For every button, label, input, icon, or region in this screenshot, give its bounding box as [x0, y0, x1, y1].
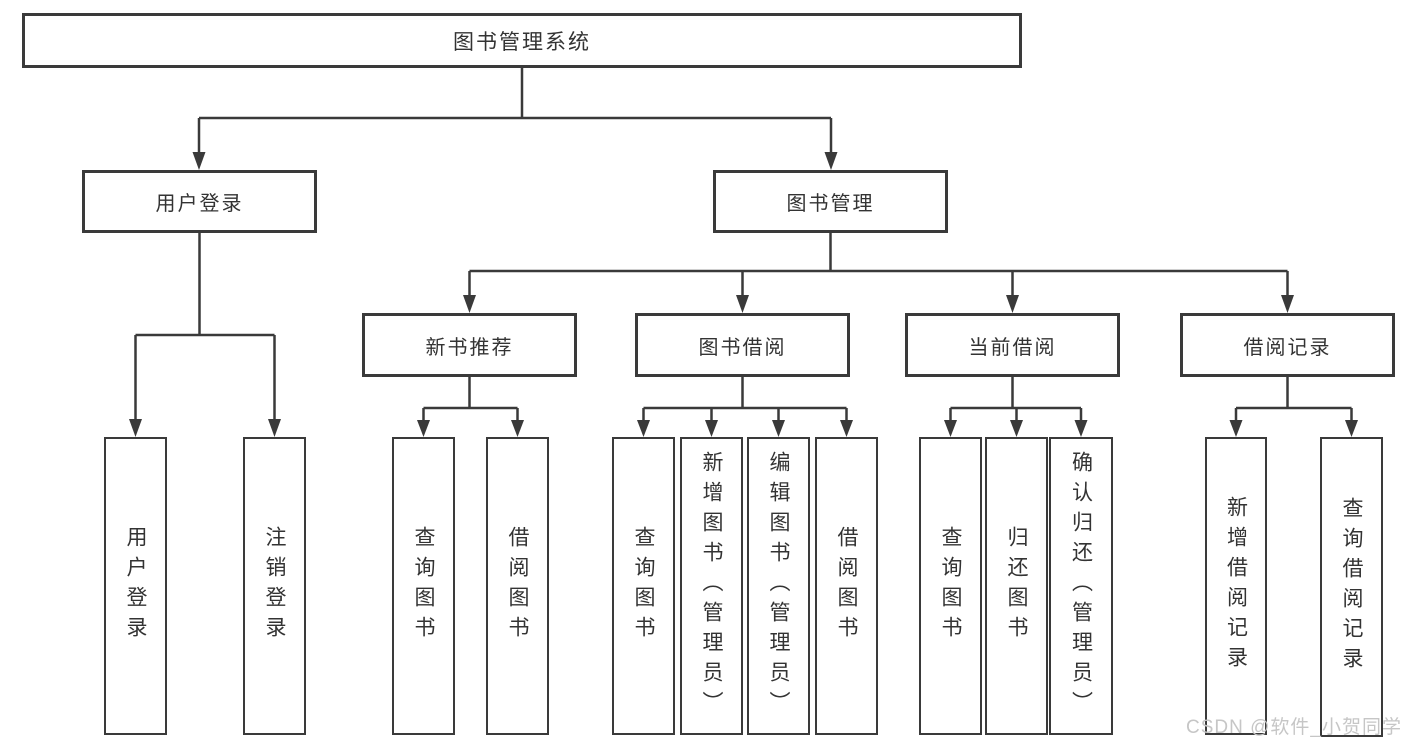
- leaf-borrow-books-borrowing: 借阅图书: [815, 437, 878, 735]
- leaf-query-books-borrowing: 查询图书: [612, 437, 675, 735]
- watermark: CSDN @软件_小贺同学: [1186, 717, 1402, 738]
- node-borrow-records: 借阅记录: [1180, 313, 1395, 377]
- connector-newbooks-to-leaves: [422, 377, 519, 421]
- connector-bookborrow-to-leaves: [642, 377, 848, 421]
- connector-bookmgmt-to-level3: [468, 233, 1289, 296]
- connector-records-to-leaves: [1234, 377, 1353, 421]
- leaf-user-login: 用户登录: [104, 437, 167, 735]
- connector-userlogin-to-leaves: [134, 233, 276, 421]
- connector-currentborrow-to-leaves: [949, 377, 1083, 421]
- node-book-borrowing: 图书借阅: [635, 313, 850, 377]
- node-book-management: 图书管理: [713, 170, 948, 233]
- arrowheads: [129, 152, 1358, 437]
- node-user-login: 用户登录: [82, 170, 317, 233]
- node-current-borrowing: 当前借阅: [905, 313, 1120, 377]
- leaf-query-borrow-record: 查询借阅记录: [1320, 437, 1383, 737]
- leaf-logout: 注销登录: [243, 437, 306, 735]
- connector-root-to-level2: [197, 68, 833, 153]
- leaf-add-borrow-record: 新增借阅记录: [1205, 437, 1267, 735]
- node-root: 图书管理系统: [22, 13, 1022, 68]
- leaf-confirm-return-admin: 确认归还（管理员）: [1049, 437, 1113, 735]
- node-new-book-recommend: 新书推荐: [362, 313, 577, 377]
- leaf-return-book: 归还图书: [985, 437, 1048, 735]
- leaf-add-book-admin: 新增图书（管理员）: [680, 437, 743, 735]
- leaf-borrow-books-newbooks: 借阅图书: [486, 437, 549, 735]
- leaf-query-books-newbooks: 查询图书: [392, 437, 455, 735]
- leaf-query-books-current: 查询图书: [919, 437, 982, 735]
- leaf-edit-book-admin: 编辑图书（管理员）: [747, 437, 810, 735]
